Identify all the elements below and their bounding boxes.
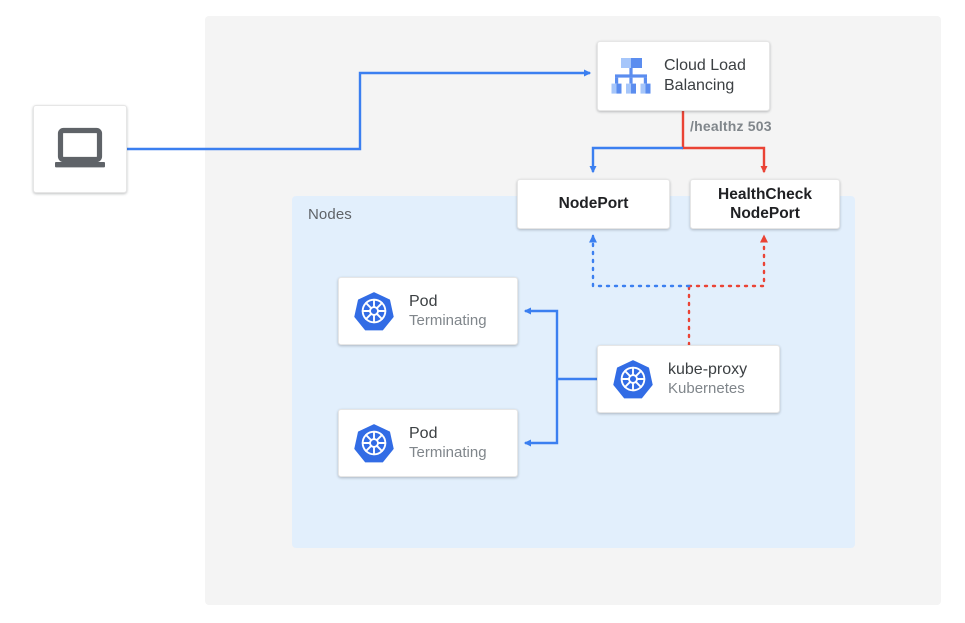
pod-1-node[interactable]: Pod Terminating	[338, 277, 518, 345]
client-node[interactable]	[33, 105, 127, 193]
kubernetes-icon	[612, 358, 654, 400]
kube-proxy-node[interactable]: kube-proxy Kubernetes	[597, 345, 780, 413]
nodes-panel-label: Nodes	[308, 206, 352, 223]
kube-proxy-subtitle: Kubernetes	[668, 379, 745, 397]
kubernetes-icon	[353, 422, 395, 464]
pod-2-node[interactable]: Pod Terminating	[338, 409, 518, 477]
healthcheck-nodeport-node[interactable]: HealthCheck NodePort	[690, 179, 840, 229]
nodeport-label: NodePort	[558, 195, 629, 213]
laptop-icon	[52, 127, 108, 171]
cloud-load-balancing-label-line1: Cloud Load	[664, 57, 746, 74]
healthcheck-nodeport-label-line1: HealthCheck	[718, 185, 812, 203]
kube-proxy-title: kube-proxy	[668, 360, 748, 378]
healthcheck-nodeport-labels: HealthCheck NodePort	[691, 185, 839, 224]
nodeport-node[interactable]: NodePort	[517, 179, 670, 229]
kubernetes-icon	[353, 290, 395, 332]
healthcheck-nodeport-label-line2: NodePort	[730, 205, 800, 222]
cloud-load-balancing-label-line2: Balancing	[664, 77, 735, 94]
pod-2-title: Pod	[409, 424, 438, 442]
cloud-load-balancing-node[interactable]: Cloud Load Balancing	[597, 41, 770, 111]
pod-2-status: Terminating	[409, 443, 487, 461]
healthz-edge-label: /healthz 503	[690, 118, 772, 134]
cloud-load-balancing-icon	[608, 54, 654, 98]
pod-1-status: Terminating	[409, 311, 487, 329]
pod-2-labels: Pod Terminating	[409, 424, 487, 463]
pod-1-labels: Pod Terminating	[409, 292, 487, 331]
kube-proxy-labels: kube-proxy Kubernetes	[668, 360, 747, 399]
pod-1-title: Pod	[409, 292, 438, 310]
cloud-load-balancing-labels: Cloud Load Balancing	[664, 56, 746, 96]
